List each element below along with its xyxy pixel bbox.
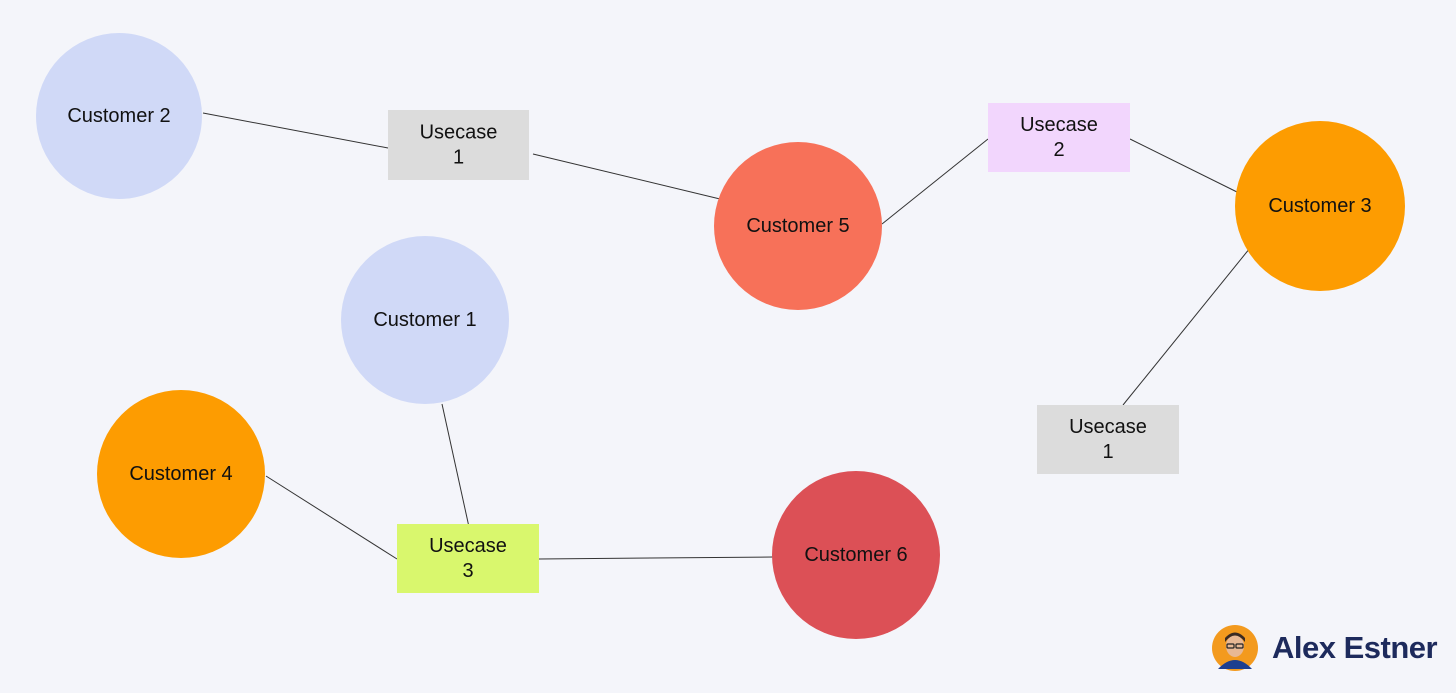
edge-usecase-2-to-customer-3 bbox=[1129, 138, 1238, 193]
edge-customer-3-to-usecase-1-right bbox=[1122, 247, 1251, 406]
customer-5-label: Customer 5 bbox=[746, 215, 849, 237]
node-customer-2: Customer 2 bbox=[36, 33, 202, 199]
usecase-2-label-line-2: 2 bbox=[1053, 139, 1064, 161]
usecase-1-right-label-line-1: Usecase bbox=[1069, 416, 1147, 438]
edge-customer-4-to-usecase-3 bbox=[265, 475, 398, 560]
node-customer-5: Customer 5 bbox=[714, 142, 882, 310]
brand-badge: Alex Estner bbox=[1212, 624, 1438, 672]
brand-name: Alex Estner bbox=[1272, 630, 1438, 665]
usecase-1-right-label-line-2: 1 bbox=[1102, 441, 1113, 463]
edge-usecase-1-top-to-customer-5 bbox=[532, 153, 721, 200]
node-customer-3: Customer 3 bbox=[1235, 121, 1405, 291]
edge-customer-2-to-usecase-1-top bbox=[202, 112, 389, 149]
customer-6-label: Customer 6 bbox=[804, 544, 907, 566]
customer-3-circle bbox=[1235, 121, 1405, 291]
usecase-3-label-line-2: 3 bbox=[462, 560, 473, 582]
node-usecase-1-top: Usecase 1 bbox=[388, 110, 529, 180]
customer-6-circle bbox=[772, 471, 940, 639]
edge-customer-5-to-usecase-2 bbox=[881, 138, 989, 225]
edges-layer bbox=[202, 112, 1251, 560]
customer-5-circle bbox=[714, 142, 882, 310]
node-usecase-2: Usecase 2 bbox=[988, 103, 1130, 172]
node-customer-1: Customer 1 bbox=[341, 236, 509, 404]
usecase-1-right-box bbox=[1037, 405, 1179, 474]
usecase-1-top-label-line-1: Usecase bbox=[420, 122, 498, 144]
nodes-layer: Customer 2 Customer 5 Customer 3 Customer 1… bbox=[36, 33, 1405, 639]
customer-4-circle bbox=[97, 390, 265, 558]
usecase-3-box bbox=[397, 524, 539, 593]
usecase-1-top-box bbox=[388, 110, 529, 180]
customer-3-label: Customer 3 bbox=[1268, 195, 1371, 217]
node-usecase-3: Usecase 3 bbox=[397, 524, 539, 593]
usecase-1-top-label-line-2: 1 bbox=[453, 147, 464, 169]
usecase-3-label-line-1: Usecase bbox=[429, 535, 507, 557]
customer-2-label: Customer 2 bbox=[67, 105, 170, 127]
customer-4-label: Customer 4 bbox=[129, 463, 232, 485]
node-usecase-1-right: Usecase 1 bbox=[1037, 405, 1179, 474]
edge-usecase-3-to-customer-6 bbox=[538, 556, 774, 560]
usecase-2-label-line-1: Usecase bbox=[1020, 114, 1098, 136]
edge-customer-1-to-usecase-3 bbox=[441, 403, 470, 528]
customer-1-label: Customer 1 bbox=[373, 309, 476, 331]
customer-1-circle bbox=[341, 236, 509, 404]
usecase-2-box bbox=[988, 103, 1130, 172]
node-customer-4: Customer 4 bbox=[97, 390, 265, 558]
customer-2-circle bbox=[36, 33, 202, 199]
node-customer-6: Customer 6 bbox=[772, 471, 940, 639]
avatar-icon bbox=[1212, 625, 1258, 671]
